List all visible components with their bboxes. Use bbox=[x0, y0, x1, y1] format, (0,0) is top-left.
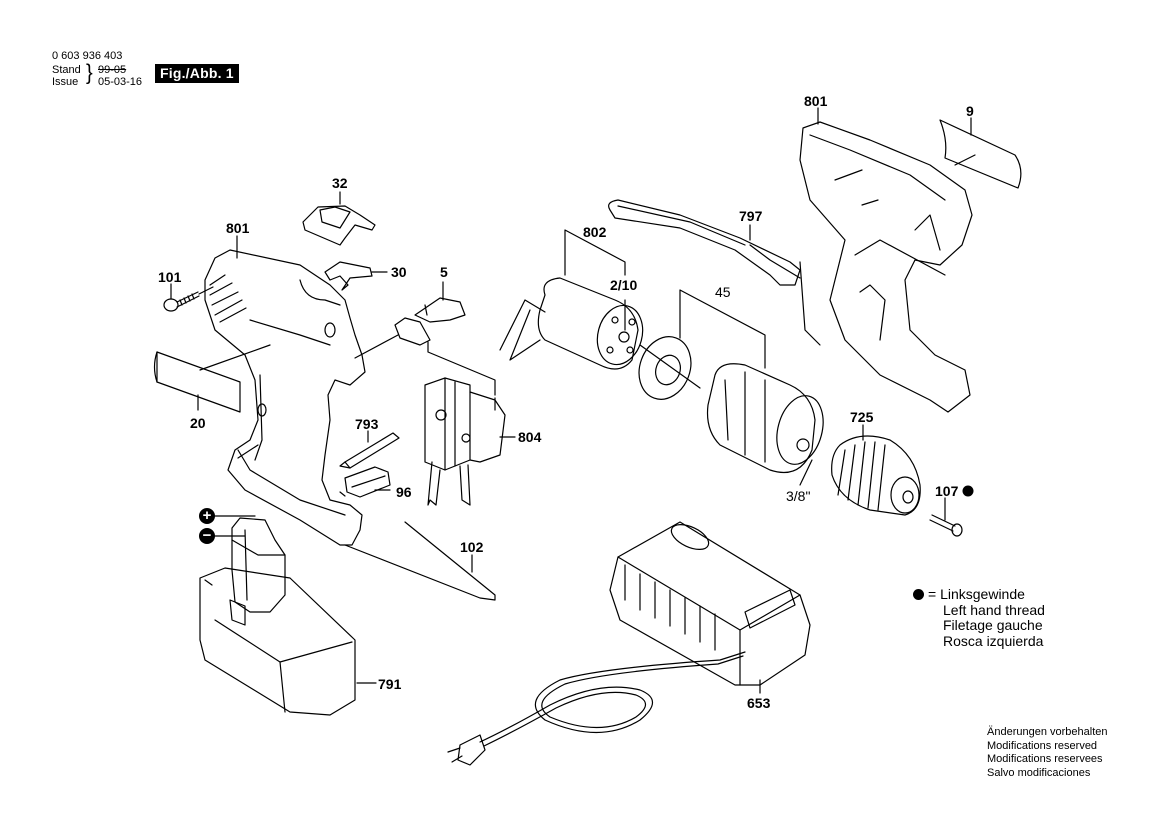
gearbox-45[interactable] bbox=[706, 363, 831, 474]
chuck-725[interactable] bbox=[831, 435, 921, 516]
callout-653[interactable]: 653 bbox=[747, 695, 771, 711]
leader-45 bbox=[679, 289, 766, 369]
callout-96[interactable]: 96 bbox=[396, 484, 412, 500]
battery-791[interactable] bbox=[199, 517, 356, 716]
housing-right-half[interactable] bbox=[799, 121, 973, 413]
callout-102[interactable]: 102 bbox=[460, 539, 484, 555]
callout-20[interactable]: 20 bbox=[190, 415, 206, 431]
legend-row-1: = Linksgewinde bbox=[913, 586, 1045, 603]
notice-line-en: Modifications reserved bbox=[987, 739, 1098, 752]
screw-107[interactable] bbox=[929, 514, 963, 537]
legend-line-en: Left hand thread bbox=[943, 601, 1045, 618]
leader-802 bbox=[564, 229, 626, 276]
callout-802[interactable]: 802 bbox=[583, 224, 607, 240]
callout-5[interactable]: 5 bbox=[440, 264, 448, 280]
callout-30[interactable]: 30 bbox=[391, 264, 407, 280]
callout-2-10[interactable]: 2/10 bbox=[610, 277, 638, 293]
callout-32[interactable]: 32 bbox=[332, 175, 348, 191]
callout-3-8[interactable]: 3/8" bbox=[786, 488, 811, 504]
switch-804[interactable] bbox=[424, 377, 506, 506]
housing-left-half[interactable] bbox=[204, 249, 366, 546]
lever-5[interactable] bbox=[394, 297, 466, 346]
callout-801-left[interactable]: 801 bbox=[226, 220, 250, 236]
leader-96-b bbox=[339, 491, 346, 497]
cap-32[interactable] bbox=[302, 205, 376, 246]
callout-107[interactable]: 107 bbox=[935, 483, 959, 499]
shaft-line bbox=[639, 344, 701, 389]
leader-797-b bbox=[799, 261, 821, 346]
modifications-notice: Änderungen vorbehalten Modifications res… bbox=[987, 726, 1107, 780]
callout-801-right[interactable]: 801 bbox=[804, 93, 828, 109]
left-hand-thread-marker bbox=[962, 485, 974, 497]
bit-793[interactable] bbox=[339, 432, 400, 469]
header-brace: } bbox=[86, 60, 93, 86]
thread-legend: = Linksgewinde Left hand thread Filetage… bbox=[913, 586, 1045, 649]
power-cord[interactable] bbox=[447, 651, 746, 766]
stand-value: 99-05 bbox=[98, 64, 127, 76]
leader-5-c bbox=[427, 341, 496, 396]
legend-line-fr: Filetage gauche bbox=[943, 617, 1043, 633]
callout-791[interactable]: 791 bbox=[378, 676, 402, 692]
legend-equals: = bbox=[928, 586, 937, 602]
stand-label: Stand bbox=[52, 64, 81, 76]
belt-clip-797[interactable] bbox=[608, 199, 801, 286]
callout-9[interactable]: 9 bbox=[966, 103, 974, 119]
leader-101-b bbox=[198, 286, 214, 295]
gear-plate[interactable] bbox=[631, 329, 700, 406]
callout-725[interactable]: 725 bbox=[850, 409, 874, 425]
notice-line-es: Salvo modificaciones bbox=[987, 766, 1091, 779]
leader-5-b bbox=[354, 334, 399, 359]
label-9[interactable] bbox=[939, 119, 1022, 189]
issue-label: Issue bbox=[52, 76, 79, 88]
screw-101[interactable] bbox=[163, 291, 200, 312]
leader-9-b bbox=[954, 154, 976, 166]
callout-45[interactable]: 45 bbox=[715, 284, 731, 300]
label-20[interactable] bbox=[153, 351, 241, 413]
callout-797[interactable]: 797 bbox=[739, 208, 763, 224]
clip-102[interactable] bbox=[344, 521, 496, 601]
issue-value: 05-03-16 bbox=[98, 76, 143, 88]
figure-badge: Fig./Abb. 1 bbox=[155, 64, 239, 83]
notice-line-fr: Modifications reservees bbox=[987, 753, 1103, 765]
left-hand-thread-dot-icon bbox=[913, 589, 924, 600]
legend-line-de: Linksgewinde bbox=[940, 586, 1025, 602]
minus-terminal-icon: − bbox=[199, 528, 215, 544]
callout-793[interactable]: 793 bbox=[355, 416, 379, 432]
plus-terminal-icon: + bbox=[199, 508, 215, 524]
callout-804[interactable]: 804 bbox=[518, 429, 542, 445]
notice-line-de: Änderungen vorbehalten bbox=[987, 726, 1108, 738]
bit-holder-96[interactable] bbox=[344, 466, 391, 498]
leader-3-8 bbox=[799, 459, 813, 486]
part-number: 0 603 936 403 bbox=[52, 50, 123, 62]
charger-653[interactable] bbox=[609, 519, 811, 686]
legend-line-es: Rosca izquierda bbox=[943, 632, 1044, 649]
slide-30[interactable] bbox=[324, 261, 373, 291]
leader-20-a bbox=[199, 344, 271, 371]
motor-802[interactable] bbox=[499, 277, 649, 370]
callout-101[interactable]: 101 bbox=[158, 269, 182, 285]
